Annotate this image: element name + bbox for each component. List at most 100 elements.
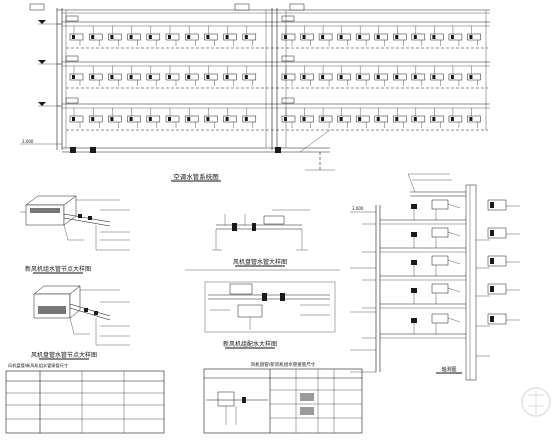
fan-coil-unit	[393, 108, 407, 128]
fan-coil-unit	[281, 26, 296, 46]
fan-coil-unit	[300, 66, 314, 86]
fan-coil-detail-title: 风机盘管水管节点大样图	[31, 351, 97, 359]
fan-coil-unit	[374, 26, 388, 46]
riser-diagram-title: 轴测图	[441, 366, 456, 373]
fan-coil-unit	[337, 66, 351, 86]
fan-coil-unit	[374, 66, 388, 86]
fan-coil-unit	[69, 26, 84, 46]
fan-coil-unit	[88, 66, 103, 86]
riser-floor	[362, 227, 520, 253]
system-diagram	[20, 3, 490, 171]
fresh-air-connection-detail-title: 新风机组配水大样图	[223, 340, 277, 348]
fan-coil-unit	[487, 227, 507, 239]
fan-coil-unit	[393, 26, 407, 46]
fan-coil-unit	[223, 26, 237, 46]
fan-coil-unit	[204, 108, 218, 128]
fan-coil-unit	[223, 66, 237, 86]
fan-coil-unit	[146, 66, 161, 86]
system-floor	[38, 15, 490, 49]
fan-coil-unit	[487, 199, 507, 211]
riser-diagram	[350, 173, 520, 381]
fan-coil-unit	[318, 26, 333, 46]
watermark-logo	[521, 387, 551, 417]
fan-coil-unit	[242, 66, 257, 86]
fan-coil-unit	[108, 108, 122, 128]
system-diagram-title: 空调水管系统图	[173, 172, 219, 181]
fan-coil-unit	[69, 66, 84, 86]
fan-coil-unit	[374, 108, 388, 128]
fan-coil-unit	[448, 26, 463, 46]
fan-coil-unit	[127, 26, 141, 46]
fan-coil-unit	[146, 108, 161, 128]
legend-table	[203, 368, 363, 434]
fan-coil-unit	[165, 26, 180, 46]
fan-coil-unit	[223, 108, 237, 128]
fan-coil-detail	[33, 285, 130, 346]
fan-coil-unit	[448, 108, 463, 128]
legend-table-caption: 风机盘管/新风机组水管接管尺寸	[251, 361, 316, 368]
fresh-air-unit-detail	[20, 195, 130, 251]
fan-coil-unit	[108, 26, 122, 46]
riser-floor	[362, 283, 520, 309]
fan-coil-unit	[448, 66, 463, 86]
fan-coil-unit	[242, 108, 257, 128]
fan-coil-unit	[184, 108, 199, 128]
fan-coil-unit	[487, 283, 507, 295]
fan-coil-pipe-detail-title: 风机盘管水管大样图	[233, 258, 287, 266]
fan-coil-unit	[69, 108, 84, 128]
valve	[411, 204, 417, 209]
fan-coil-unit	[281, 108, 296, 128]
fan-coil-unit	[355, 108, 370, 128]
fan-coil-unit	[165, 108, 180, 128]
fan-coil-unit	[431, 313, 449, 324]
fan-coil-unit	[355, 26, 370, 46]
riser-floor	[362, 313, 520, 339]
fan-coil-unit	[411, 66, 426, 86]
valve	[411, 260, 417, 265]
fan-coil-unit	[184, 66, 199, 86]
fan-coil-unit	[487, 255, 507, 267]
valve	[411, 318, 417, 323]
fan-coil-unit	[431, 227, 449, 238]
fan-coil-unit	[467, 66, 481, 86]
fan-coil-unit	[393, 66, 407, 86]
fan-coil-unit	[204, 26, 218, 46]
fan-coil-unit	[165, 66, 180, 86]
fan-coil-unit	[204, 66, 218, 86]
fan-coil-pipe-detail	[212, 209, 310, 251]
pipe-size-note: 风机盘管/新风机组水管接管尺寸	[8, 362, 68, 369]
fan-coil-unit	[430, 26, 444, 46]
fan-coil-unit	[318, 108, 333, 128]
model-table	[5, 370, 165, 434]
fan-coil-unit	[146, 26, 161, 46]
fresh-air-unit-detail-title: 新风机组水管节点大样图	[25, 265, 91, 273]
system-bottom-level: 3.000	[22, 139, 34, 144]
fan-coil-unit	[281, 66, 296, 86]
fan-coil-unit	[88, 108, 103, 128]
fan-coil-unit	[411, 108, 426, 128]
fresh-air-connection-detail	[185, 269, 340, 333]
valve	[411, 288, 417, 293]
fan-coil-unit	[337, 26, 351, 46]
fan-coil-unit	[430, 66, 444, 86]
fan-coil-unit	[337, 108, 351, 128]
fan-coil-unit	[431, 199, 449, 210]
fan-coil-unit	[88, 26, 103, 46]
riser-floor	[362, 199, 520, 225]
fan-coil-unit	[300, 108, 314, 128]
system-floor	[38, 97, 490, 131]
fan-coil-unit	[355, 66, 370, 86]
fan-coil-unit	[487, 313, 507, 325]
fan-coil-unit	[108, 66, 122, 86]
fan-coil-unit	[300, 26, 314, 46]
fan-coil-unit	[318, 66, 333, 86]
fan-coil-unit	[430, 108, 444, 128]
riser-top-level: 3.000	[352, 206, 364, 211]
fan-coil-unit	[431, 255, 449, 266]
fan-coil-unit	[184, 26, 199, 46]
fan-coil-unit	[467, 108, 481, 128]
fan-coil-unit	[467, 26, 481, 46]
riser-floor	[362, 255, 520, 281]
system-floor	[38, 55, 490, 89]
